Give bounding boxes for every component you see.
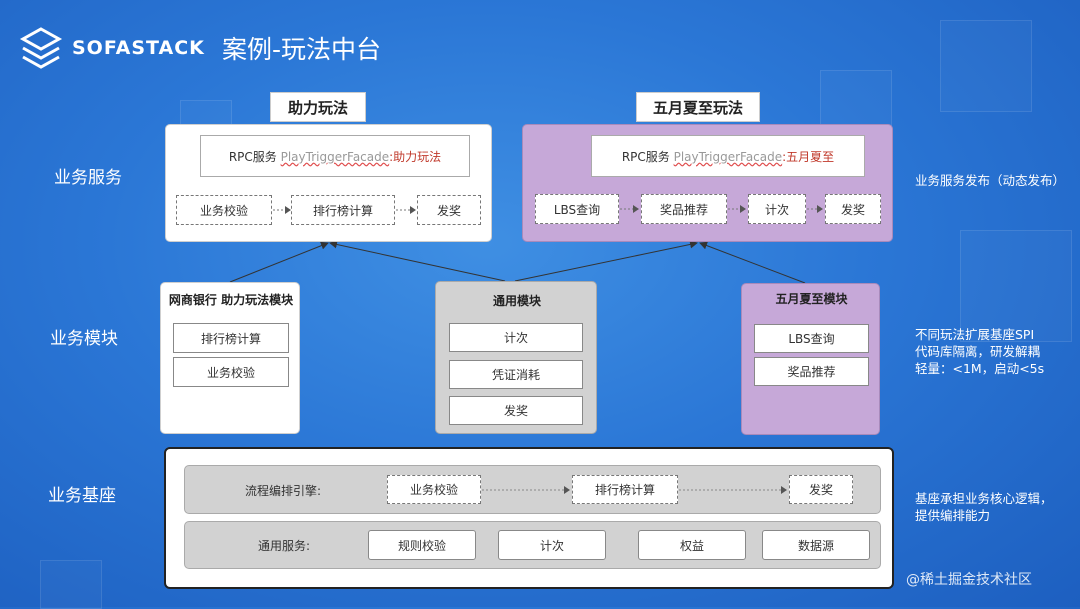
row-label-base: 业务基座 [48, 486, 116, 506]
page-title: 案例-玩法中台 [222, 35, 382, 64]
module-center-item: 计次 [449, 323, 583, 352]
module-right-item: 奖品推荐 [754, 357, 869, 386]
service-left-tab: 助力玩法 [270, 92, 366, 122]
rpc-name: :五月夏至 [782, 150, 835, 164]
module-center-title: 通用模块 [492, 294, 541, 308]
step-arrows [273, 206, 416, 214]
service-right-step: 计次 [748, 194, 806, 224]
module-center-item: 凭证消耗 [449, 360, 583, 389]
service-right-rpc: RPC服务 PlayTriggerFacade:五月夏至 [591, 135, 865, 177]
module-right-box: 五月夏至模块 LBS查询 奖品推荐 [741, 283, 880, 435]
arrow-right-to-right [699, 241, 806, 284]
service-right-tab: 五月夏至玩法 [636, 92, 760, 122]
module-center-item: 发奖 [449, 396, 583, 425]
flow-step: 排行榜计算 [572, 475, 678, 504]
service-right-step: 发奖 [825, 194, 881, 224]
common-item: 权益 [638, 530, 746, 560]
flow-step: 发奖 [789, 475, 853, 504]
service-right-box: RPC服务 PlayTriggerFacade:五月夏至 LBS查询 奖品推荐 … [522, 124, 893, 242]
service-left-step: 发奖 [417, 195, 481, 225]
row-label-service: 业务服务 [54, 168, 122, 188]
common-item: 规则校验 [368, 530, 476, 560]
note-service: 业务服务发布（动态发布） [915, 173, 1066, 188]
service-left-rpc: RPC服务 PlayTriggerFacade:助力玩法 [200, 135, 470, 177]
note-line: 轻量：<1M，启动<5s [915, 361, 1045, 376]
bg-decoration [940, 20, 1032, 112]
module-left-item: 排行榜计算 [173, 323, 289, 353]
common-item: 计次 [498, 530, 606, 560]
flow-arrows [482, 486, 787, 494]
service-left-box: RPC服务 PlayTriggerFacade:助力玩法 业务校验 排行榜计算 … [165, 124, 492, 242]
rpc-name: :助力玩法 [389, 150, 442, 164]
note-line: 不同玩法扩展基座SPI [915, 327, 1035, 342]
note-module: 不同玩法扩展基座SPI 代码库隔离，研发解耦 轻量：<1M，启动<5s [915, 326, 1077, 377]
note-line: 代码库隔离，研发解耦 [915, 344, 1041, 359]
service-right-step: 奖品推荐 [641, 194, 727, 224]
bg-decoration [960, 230, 1072, 342]
module-center-box: 通用模块 计次 凭证消耗 发奖 [435, 281, 597, 434]
service-left-step: 排行榜计算 [291, 195, 395, 225]
service-right-step: LBS查询 [535, 194, 619, 224]
rpc-prefix: RPC服务 [621, 150, 674, 164]
common-item: 数据源 [762, 530, 870, 560]
note-line: 基座承担业务核心逻辑， [915, 491, 1053, 506]
module-left-box: 网商银行 助力玩法模块 排行榜计算 业务校验 [160, 282, 300, 434]
arrow-left-to-left [229, 241, 329, 283]
note-base: 基座承担业务核心逻辑， 提供编排能力 [915, 490, 1077, 524]
module-right-item: LBS查询 [754, 324, 869, 353]
common-label: 通用服务: [258, 539, 311, 553]
sofastack-logo-icon [18, 26, 64, 72]
row-label-module: 业务模块 [50, 329, 118, 349]
module-left-item: 业务校验 [173, 357, 289, 387]
module-left-title: 网商银行 助力玩法模块 [168, 293, 294, 307]
rpc-facade: PlayTriggerFacade [280, 150, 390, 164]
arrow-center-to-right [514, 240, 698, 282]
logo-text: SOFASTACK [72, 37, 205, 59]
watermark: @稀土掘金技术社区 [906, 572, 1032, 588]
service-left-step: 业务校验 [176, 195, 272, 225]
rpc-prefix: RPC服务 [228, 150, 281, 164]
flow-step: 业务校验 [387, 475, 481, 504]
note-line: 提供编排能力 [915, 508, 991, 523]
step-arrows [620, 205, 823, 213]
base-common-panel: 通用服务: 规则校验 计次 权益 数据源 [184, 521, 881, 569]
base-flow-panel: 流程编排引擎: 业务校验 排行榜计算 发奖 [184, 465, 881, 514]
flow-label: 流程编排引擎: [245, 484, 322, 498]
module-right-title: 五月夏至模块 [775, 292, 848, 306]
base-box: 流程编排引擎: 业务校验 排行榜计算 发奖 通用服务: 规则校验 计次 权益 数… [164, 447, 894, 589]
arrow-center-to-left [329, 240, 506, 282]
rpc-facade: PlayTriggerFacade [673, 150, 783, 164]
